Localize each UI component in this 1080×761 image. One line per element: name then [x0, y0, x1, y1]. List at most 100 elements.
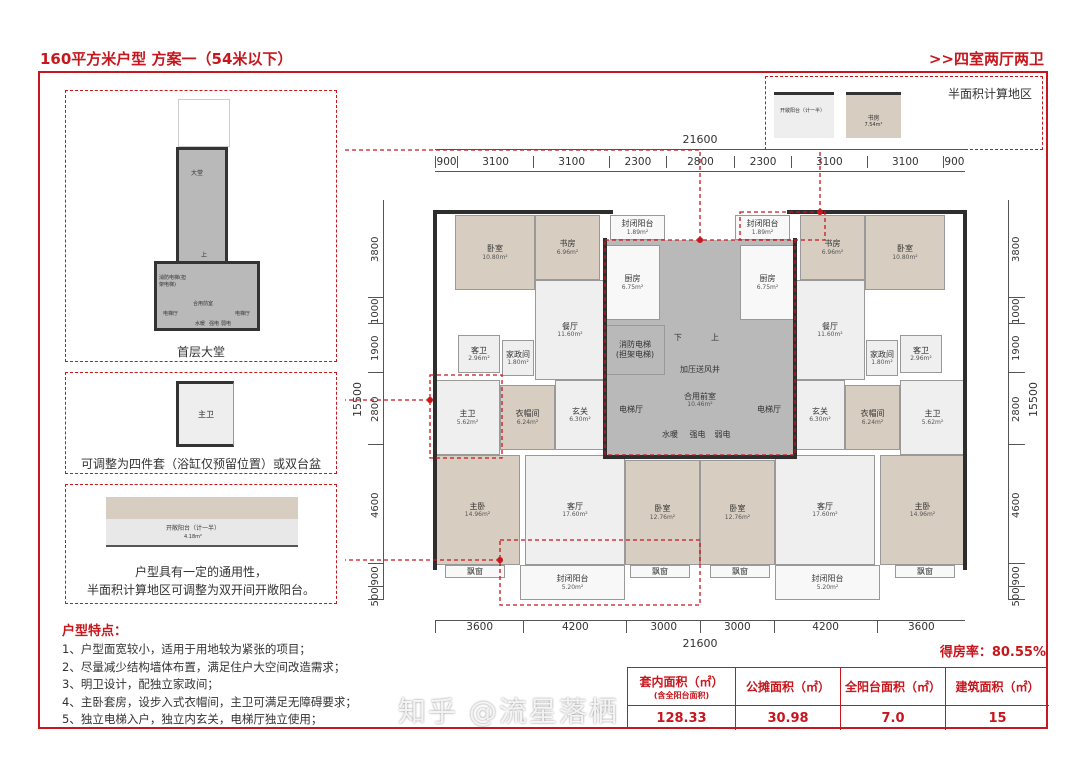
inset-balcony: 开敞阳台（计一半） [774, 92, 834, 138]
room-name: 飘窗 [732, 566, 748, 576]
bath-drawing: 主卫 [176, 381, 234, 447]
room-left: 飘窗 [630, 565, 690, 578]
layout-type: >>四室两厅两卫 [928, 50, 1044, 68]
room-name: 书房 [559, 239, 576, 249]
room-name: 封闭阳台 [811, 574, 844, 584]
feature-item: 1、户型面宽较小，适用于用地较为紧张的项目； [62, 642, 311, 656]
room-area: 5.20m² [816, 583, 839, 591]
balcony-drawing: 开敞阳台（计一半） 4.18m² [106, 497, 298, 547]
room-name: 卧室 [487, 244, 503, 254]
room-area: 14.96m² [909, 511, 936, 519]
room-area: 2.96m² [468, 355, 490, 363]
balcony-caption-2: 半面积计算地区可调整为双开间开敞阳台。 [86, 583, 315, 597]
room-name: 家政间 [870, 349, 894, 359]
room-area: 1.89m² [751, 228, 774, 236]
room-area: 17.60m² [812, 511, 838, 519]
room-area: 5.62m² [921, 418, 944, 426]
area-table: 套内面积（㎡）(含全阳台面积) 公摊面积（㎡） 全阳台面积（㎡） 建筑面积（㎡）… [627, 667, 1049, 730]
room-area: 6.30m² [809, 416, 831, 424]
dimension-tick [1009, 373, 1025, 446]
room-name: 衣帽间 [515, 409, 540, 419]
bath-caption: 可调整为四件套（浴缸仅预留位置）或双台盆 [80, 457, 321, 471]
lobby-label: 上 [201, 252, 208, 259]
room-area: 5.20m² [561, 583, 584, 591]
room-area: 12.76m² [649, 513, 676, 521]
room-name: 电梯厅 [619, 405, 643, 415]
lobby-caption: 首层大堂 [176, 345, 225, 359]
lobby-label: 水暖 [195, 321, 206, 327]
feature-item: 2、尽量减少结构墙体布置，满足住户大空间改造需求； [62, 659, 346, 674]
room-area: 5.62m² [456, 418, 479, 426]
room-name: 电梯厅 [757, 405, 781, 415]
features: 户型特点： 1、户型面宽较小，适用于用地较为紧张的项目； 2、尽量减少结构墙体布… [62, 620, 357, 729]
room-area: 17.60m² [562, 511, 588, 519]
room-area: 1.89m² [626, 228, 649, 236]
feature-item: 4、主卧套房，设步入式衣帽间，主卫可满足无障碍要求； [62, 694, 357, 709]
room-core: 弱电 [710, 420, 735, 450]
room-name: 家政间 [506, 349, 530, 359]
room-area: 11.60m² [817, 331, 843, 339]
room-name: 加压送风井 [680, 365, 720, 375]
dimension-tick [1009, 445, 1025, 564]
room-name: 客卫 [913, 345, 929, 355]
header-cell: 公摊面积（㎡） [736, 668, 841, 706]
room-name: 弱电 [714, 430, 731, 440]
master-bath-highlight [429, 374, 503, 459]
room-name: 客厅 [817, 501, 833, 511]
dimension-label: 4200 [523, 621, 626, 633]
balcony-area: 4.18m² [184, 534, 203, 540]
room-area: 6.75m² [621, 283, 644, 291]
efficiency-rate: 得房率：80.55% [939, 645, 1046, 660]
room-name: 客厅 [567, 501, 583, 511]
room-area: 6.30m² [569, 416, 591, 424]
room-name: 厨房 [759, 274, 776, 284]
lobby-label: 电梯厅 [235, 311, 251, 317]
balcony-label: 开敞阳台（计一半） [166, 525, 221, 532]
room-area: 2.96m² [910, 355, 932, 363]
dimension-label: 2300 [609, 156, 665, 168]
room-name: 主卫 [924, 409, 941, 419]
room-name: 飘窗 [467, 566, 483, 576]
dimension-label: 4200 [773, 621, 877, 633]
dimension-line [435, 149, 965, 150]
feature-item: 3、明卫设计，配独立家政间； [62, 677, 219, 691]
room-area: 6.24m² [861, 418, 884, 426]
leader-dot [497, 557, 503, 563]
bath-label: 主卫 [198, 409, 214, 419]
dimension-label: 3000 [700, 621, 774, 633]
room-name: 强电 [689, 430, 706, 440]
leader-dot [817, 209, 823, 215]
room-name: 下 [674, 332, 682, 342]
lobby-hall: 大堂 上 [176, 147, 228, 267]
room-name: 卧室 [654, 504, 671, 514]
dimension-label: 3100 [866, 156, 943, 168]
room-name: 上 [711, 332, 719, 342]
room-name: 玄关 [812, 406, 828, 416]
room-name: 客卫 [471, 345, 487, 355]
room-name: 卧室 [729, 504, 746, 514]
room-area: 11.60m² [557, 331, 583, 339]
dimension-tick [1009, 324, 1025, 373]
watermark: 知乎 @流星落栖 [398, 695, 619, 728]
value-cell: 15 [988, 710, 1007, 726]
dimension-tick [368, 324, 384, 373]
lobby-panel: 大堂 上 消防电梯(担架电梯) 合用前室 电梯厅 电梯厅 水暖 强电 弱电 首层… [65, 90, 337, 362]
dimension-tick [368, 445, 384, 564]
dimension-tick [368, 373, 384, 446]
lobby-leader [345, 149, 701, 240]
lobby-label: 消防电梯(担架电梯) [159, 275, 186, 288]
header-cell: 全阳台面积（㎡） [841, 668, 946, 706]
wall [787, 210, 967, 214]
